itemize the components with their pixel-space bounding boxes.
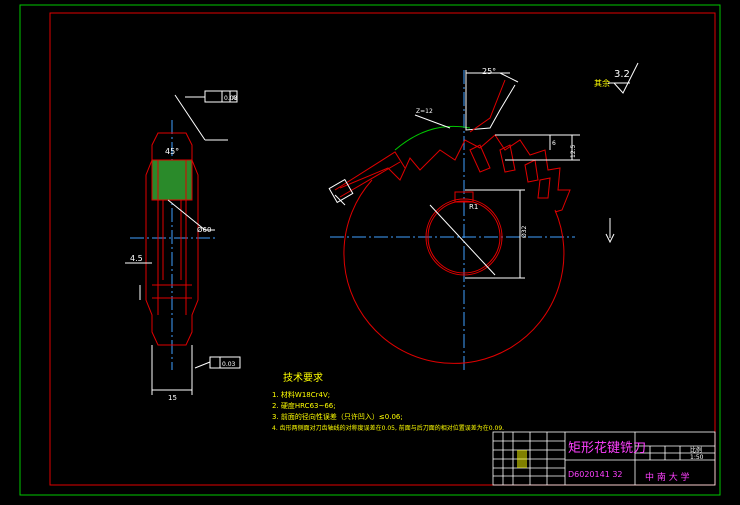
- dim-25deg: 25°: [482, 67, 496, 76]
- tech-item-3: 3. 前面的径向性误差（只许凹入）≤0.06;: [272, 412, 403, 421]
- outer-frame: [19, 4, 721, 496]
- inner-frame: [49, 12, 716, 486]
- dim-z12: Z=12: [416, 108, 433, 115]
- dim-60: Ø60: [197, 226, 211, 234]
- tech-item-2: 2. 硬度HRC63~66;: [272, 401, 336, 410]
- dim-45deg: 45°: [165, 147, 179, 156]
- roughness-prefix: 其余: [594, 78, 610, 88]
- tech-item-4: 4. 齿形两侧面对刀齿轴线的对称度误差在0.05, 前面与后刀面的相对位置误差为…: [272, 424, 504, 432]
- scale-value: 1:50: [690, 454, 704, 461]
- title-block: [492, 431, 716, 486]
- box-value-top: 0.03: [224, 95, 238, 102]
- drawing-number: D6020141 32: [568, 470, 623, 479]
- roughness-symbol: [608, 62, 639, 94]
- roughness-value: 3.2: [614, 69, 630, 80]
- side-view: [125, 90, 241, 395]
- tech-item-1: 1. 材料W18Cr4V;: [272, 390, 330, 399]
- scale-header: 比例: [690, 446, 702, 454]
- title-block-stamp: [517, 450, 527, 468]
- tech-heading: 技术要求: [283, 371, 323, 384]
- school-name: 中 南 大 学: [645, 471, 690, 483]
- box-value-bottom: 0.03: [222, 361, 236, 368]
- dim-r1: R1: [469, 203, 478, 211]
- dim-6: 6: [552, 140, 556, 147]
- drawing-name: 矩形花键铣刀: [568, 440, 646, 456]
- datum-top: A: [232, 95, 237, 102]
- front-view: [328, 70, 615, 370]
- dim-4-5: 4.5: [130, 254, 143, 263]
- dim-bore: Ø32: [521, 225, 528, 238]
- dim-12: 12.5: [570, 144, 577, 158]
- dim-15: 15: [168, 394, 177, 402]
